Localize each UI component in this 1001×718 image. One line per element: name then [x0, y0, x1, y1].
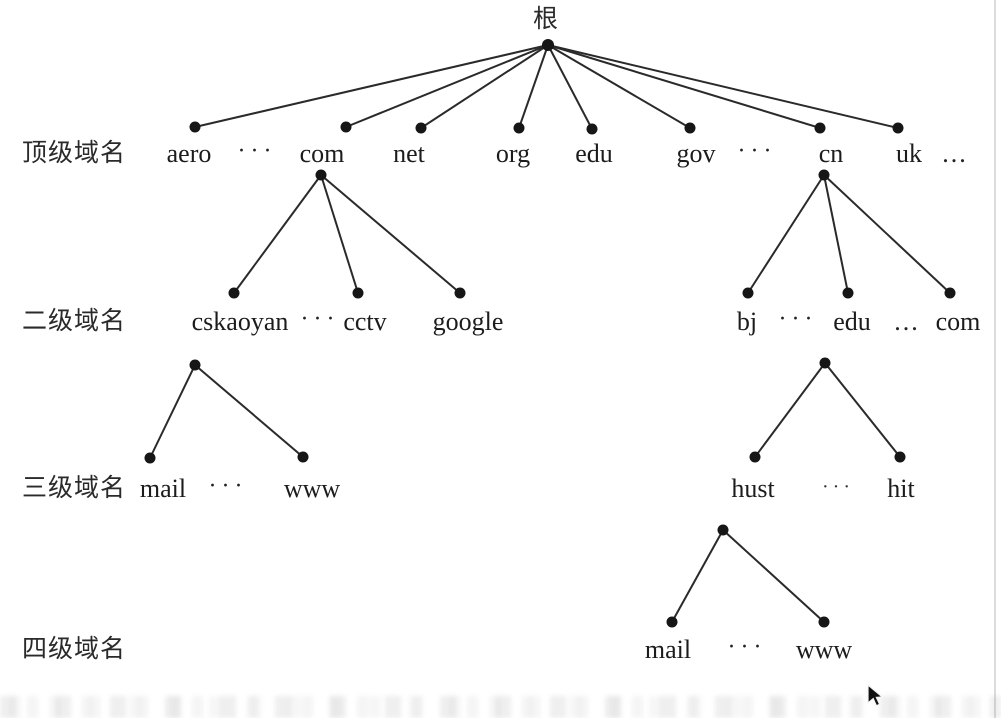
node-dot-aero: [189, 121, 201, 133]
ellipsis: ···: [737, 138, 777, 164]
anchor-dot-hust-subtree: [717, 524, 729, 536]
ellipsis: ...: [942, 139, 968, 168]
node-dot-cn: [814, 122, 826, 134]
row-label-third-level-domain: 三级域名: [22, 475, 127, 502]
node-dot-edu-tld: [586, 123, 598, 135]
node-label-cn: cn: [818, 139, 844, 168]
node-label-gov: gov: [676, 139, 716, 168]
node-label-aero: aero: [166, 139, 212, 168]
node-dot-bj: [742, 287, 754, 299]
node-dot-com-cn: [944, 287, 956, 299]
node-label-com-cn: com: [935, 307, 981, 336]
node-dot-gov: [684, 122, 696, 134]
node-dot-edu-cn: [842, 287, 854, 299]
ellipsis: ···: [208, 473, 248, 499]
node-dot-net: [415, 122, 427, 134]
node-dot-hust: [749, 451, 761, 463]
node-label-org: org: [495, 139, 531, 168]
node-label-mail-l4: mail: [644, 635, 692, 664]
ellipsis: ···: [300, 306, 340, 332]
tree-nodes: [144, 39, 956, 628]
node-label-uk: uk: [896, 139, 922, 168]
node-label-hit: hit: [887, 474, 915, 503]
node-label-com-tld: com: [299, 139, 345, 168]
node-label-mail-l3: mail: [139, 474, 187, 503]
ellipsis: ...: [894, 307, 920, 336]
row-label-top-level-domain: 顶级域名: [22, 140, 127, 167]
node-label-www-l4: www: [795, 635, 853, 664]
mouse-cursor: [867, 684, 884, 707]
node-dot-google: [454, 287, 466, 299]
node-dot-mail-l4: [666, 616, 678, 628]
node-label-cctv: cctv: [343, 307, 387, 336]
node-dot-cctv: [352, 287, 364, 299]
blurred-bottom-text-band: [0, 696, 1001, 718]
root-label: 根: [532, 6, 560, 33]
anchor-dot-com-subtree: [315, 169, 327, 181]
node-label-google: google: [432, 307, 504, 336]
anchor-dot-cn-subtree: [818, 169, 830, 181]
node-dot-www-l3: [297, 451, 309, 463]
node-dot-www-l4: [818, 616, 830, 628]
node-label-cskaoyan: cskaoyan: [191, 307, 289, 336]
node-dot-org: [513, 122, 525, 134]
row-label-fourth-level-domain: 四级域名: [22, 636, 127, 663]
ellipsis: ···: [237, 138, 277, 164]
node-label-www-l3: www: [283, 474, 341, 503]
node-dot-uk: [892, 122, 904, 134]
node-dot-hit: [894, 451, 906, 463]
screen-right-edge-line: [994, 0, 996, 718]
anchor-dot-educn-subtree: [819, 357, 831, 369]
ellipsis: ···: [822, 476, 854, 498]
node-label-hust: hust: [731, 474, 775, 503]
node-label-bj: bj: [736, 307, 758, 336]
node-dot-com-tld: [340, 121, 352, 133]
ellipsis: ···: [727, 634, 767, 660]
row-label-second-level-domain: 二级域名: [22, 308, 127, 335]
root-node-dot: [542, 39, 554, 51]
tree-edges: [149, 44, 951, 623]
node-dot-mail-l3: [144, 452, 156, 464]
node-label-edu-tld: edu: [575, 139, 613, 168]
node-label-edu-cn: edu: [833, 307, 871, 336]
ellipsis: ···: [778, 306, 818, 332]
node-dot-cskaoyan: [228, 287, 240, 299]
node-label-net: net: [393, 139, 425, 168]
anchor-dot-cskaoyan-subtree: [189, 359, 201, 371]
